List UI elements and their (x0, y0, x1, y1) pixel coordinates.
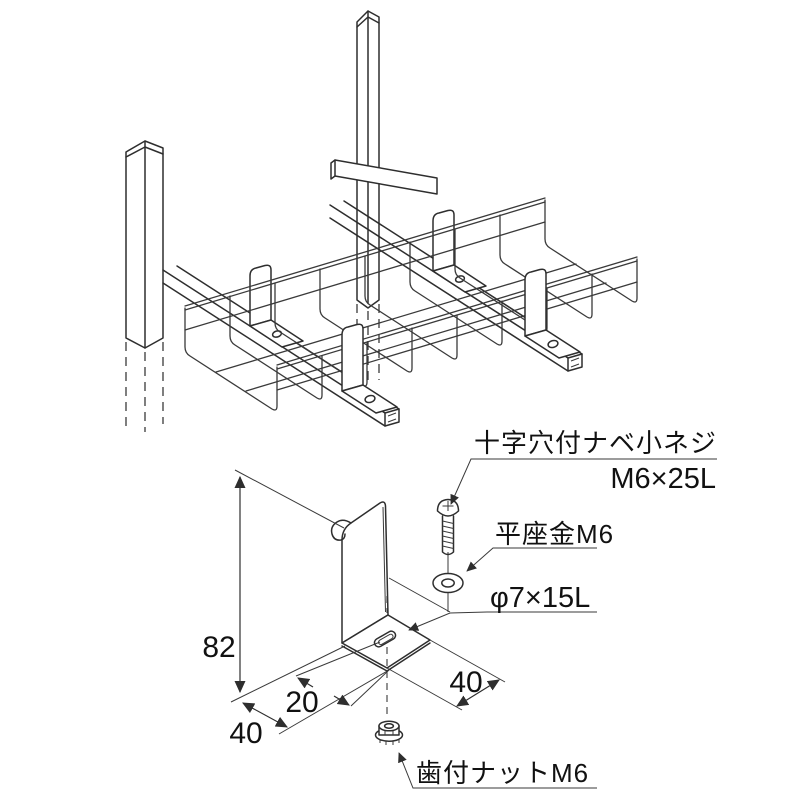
bracket-plate (330, 501, 389, 644)
bracket-detail-view: 82 40 20 40 十字穴付ナベ小ネジ M6×25L 平座金M6 φ7×15… (202, 428, 717, 789)
nut (374, 720, 404, 745)
support-bar (330, 159, 438, 195)
isometric-assembly-view (125, 10, 638, 432)
leader-slot (408, 611, 597, 631)
phillips-recess (442, 501, 454, 511)
hook-curl (330, 519, 352, 541)
bracket-back-left (249, 264, 304, 348)
label-nut: 歯付ナットM6 (416, 758, 589, 788)
bracket-front-left (341, 323, 398, 414)
label-washer: 平座金M6 (495, 519, 614, 549)
slot (373, 630, 397, 648)
leader-screw (450, 458, 717, 505)
bracket-back-right (432, 209, 487, 293)
dim-40-left-value: 40 (229, 717, 262, 750)
leader-nut (398, 752, 597, 789)
dim-slot-offset-20: 20 (285, 641, 390, 719)
dim-40-right-value: 40 (449, 666, 482, 699)
washer (432, 572, 464, 594)
left-post (125, 140, 164, 432)
label-slot: φ7×15L (490, 582, 590, 614)
dim-20-value: 20 (285, 686, 318, 719)
label-screw-size: M6×25L (610, 463, 716, 495)
serrations (379, 739, 400, 745)
mesh-tray (184, 197, 638, 411)
projection-line (388, 577, 451, 613)
leader-washer (466, 547, 597, 572)
label-screw-name: 十字穴付ナベ小ネジ (474, 428, 717, 458)
dim-depth-40-left: 40 (229, 669, 390, 750)
dim-height-82: 82 (202, 469, 346, 703)
threads (442, 520, 454, 549)
dim-width-40-right: 40 (386, 639, 506, 711)
dim-82-value: 82 (202, 631, 235, 664)
bracket-front-right (524, 268, 581, 359)
